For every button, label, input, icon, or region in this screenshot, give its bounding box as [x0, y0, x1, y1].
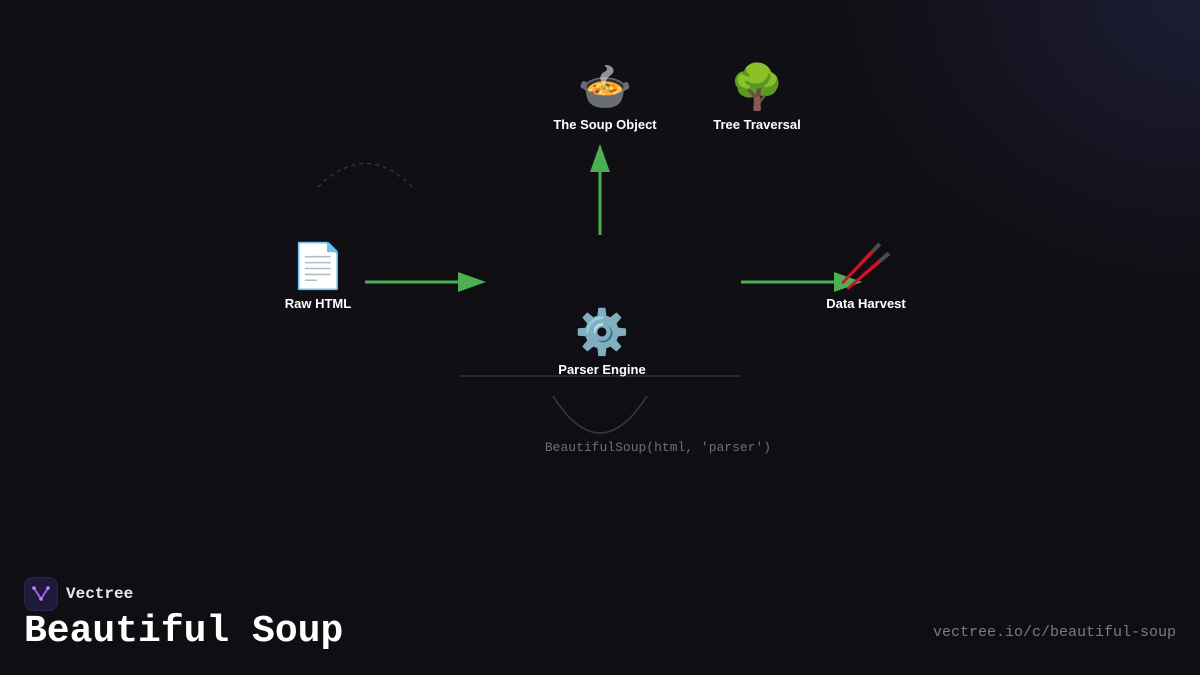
node-label: Tree Traversal: [713, 117, 801, 132]
brand[interactable]: Vectree: [24, 577, 133, 611]
page-facing-up-icon: 📄: [290, 241, 346, 292]
node-label: Data Harvest: [826, 296, 906, 311]
source-url[interactable]: vectree.io/c/beautiful-soup: [932, 624, 1176, 641]
chopsticks-icon: 🥢: [838, 241, 894, 292]
node-raw-html[interactable]: 📄 Raw HTML: [238, 241, 398, 312]
code-caption: BeautifulSoup(html, 'parser'): [544, 440, 772, 455]
vectree-logo-icon: [24, 577, 58, 611]
node-parser-engine[interactable]: ⚙️ Parser Engine: [522, 307, 682, 378]
node-label: Parser Engine: [558, 362, 646, 377]
gear-icon: ⚙️: [574, 307, 630, 358]
pot-of-food-icon: 🍲: [577, 62, 633, 113]
page-title: Beautiful Soup: [24, 610, 344, 653]
node-label: The Soup Object: [553, 117, 657, 132]
node-tree-traversal[interactable]: 🌳 Tree Traversal: [677, 62, 837, 133]
node-soup-object[interactable]: 🍲 The Soup Object: [525, 62, 685, 133]
deciduous-tree-icon: 🌳: [729, 62, 785, 113]
brand-name: Vectree: [66, 585, 134, 603]
parser-bowl-curve: [552, 395, 648, 434]
node-data-harvest[interactable]: 🥢 Data Harvest: [786, 241, 946, 312]
node-label: Raw HTML: [284, 296, 352, 311]
decorative-dashed-arc: [317, 163, 413, 188]
